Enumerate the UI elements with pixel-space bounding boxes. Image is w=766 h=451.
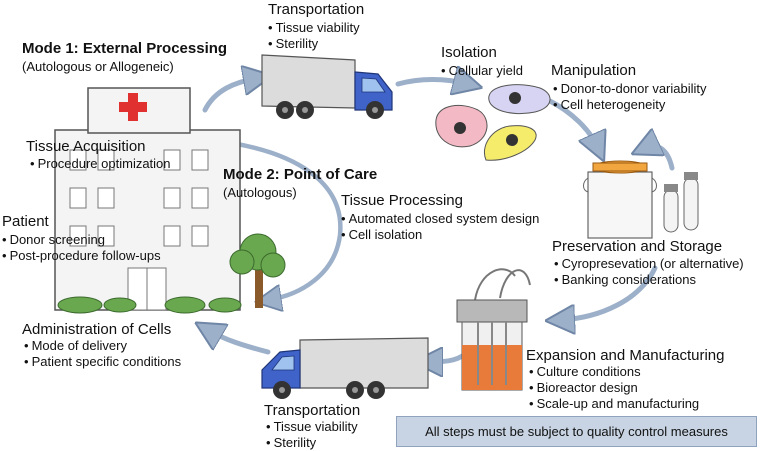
arrow-truck-to-isolation xyxy=(395,80,468,85)
patient-item: Donor screening xyxy=(2,232,105,248)
tissue-processing-item: Automated closed system design xyxy=(341,211,540,227)
transport-top-title: Transportation xyxy=(268,1,365,18)
expansion-title: Expansion and Manufacturing xyxy=(526,347,725,364)
bioreactor-icon xyxy=(456,268,531,391)
isolation-title: Isolation xyxy=(441,44,497,61)
cells-icon xyxy=(435,84,551,161)
truck-top-icon xyxy=(261,54,393,119)
patient-title: Patient xyxy=(2,213,49,230)
manipulation-item: Cell heterogeneity xyxy=(553,97,666,113)
mode2-subtitle: (Autologous) xyxy=(223,185,297,200)
isolation-item: Cellular yield xyxy=(441,63,523,79)
hospital-icon xyxy=(54,87,242,314)
arrow-tubes-to-jar xyxy=(645,146,675,171)
truck-bottom-icon xyxy=(261,337,429,399)
administration-item: Patient specific conditions xyxy=(24,354,182,370)
test-tubes-icon xyxy=(663,172,699,233)
preservation-title: Preservation and Storage xyxy=(552,238,723,255)
transport-bottom-item: Tissue viability xyxy=(266,419,358,435)
administration-item: Mode of delivery xyxy=(24,338,127,354)
arrow-hospital-to-truck xyxy=(202,78,258,113)
transport-bottom-item: Sterility xyxy=(266,435,317,451)
expansion-item: Bioreactor design xyxy=(529,380,638,396)
mode1-subtitle: (Autologous or Allogeneic) xyxy=(22,59,174,74)
patient-item: Post-procedure follow-ups xyxy=(2,248,161,264)
transport-top-item: Tissue viability xyxy=(268,20,360,36)
mode2-title: Mode 2: Point of Care xyxy=(223,166,378,183)
manipulation-item: Donor-to-donor variability xyxy=(553,81,707,97)
quality-control-note: All steps must be subject to quality con… xyxy=(396,416,757,447)
administration-title: Administration of Cells xyxy=(22,321,172,338)
tissue-processing-item: Cell isolation xyxy=(341,227,423,243)
preservation-item: Banking considerations xyxy=(554,272,696,288)
expansion-item: Culture conditions xyxy=(529,364,641,380)
manipulation-title: Manipulation xyxy=(551,62,637,79)
tissue-processing-title: Tissue Processing xyxy=(341,192,463,209)
transport-bottom-title: Transportation xyxy=(264,402,361,419)
expansion-item: Scale-up and manufacturing xyxy=(529,396,700,412)
mode1-title: Mode 1: External Processing xyxy=(22,40,228,57)
tissue-acquisition-title: Tissue Acquisition xyxy=(26,138,146,155)
tree-icon xyxy=(229,233,286,308)
transport-top-item: Sterility xyxy=(268,36,319,52)
storage-jar-icon xyxy=(583,160,657,239)
tissue-acquisition-item: Procedure optimization xyxy=(30,156,171,172)
preservation-item: Cyropresevation (or alternative) xyxy=(554,256,744,272)
arrow-truck-to-patient xyxy=(208,330,271,355)
